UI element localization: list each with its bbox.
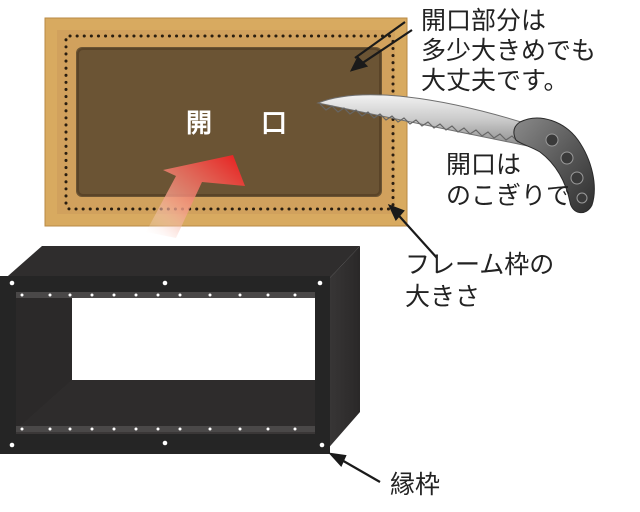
box-frame-icon [0,246,360,454]
leader-lines [328,21,438,483]
insert-arrow-icon [146,155,245,238]
callout-opening-size-line1: 開口部分は [421,6,547,35]
leader-arrowhead [387,204,405,222]
leader-arrowhead [349,56,369,72]
opening-label: 開 口 [186,109,308,139]
callout-frame-size-line2: 大きさ [405,282,481,311]
callout-frame-size-line1: フレーム枠の [405,250,555,279]
callout-edge-frame: 縁枠 [390,470,441,499]
saw-icon [316,94,595,213]
leader-arrowhead [328,452,347,467]
callout-opening-size-line3: 大丈夫です。 [421,66,569,95]
callout-opening-size-line2: 多少大きめでも [421,36,597,65]
callout-saw-line1: 開口は [446,150,522,179]
callout-saw-line2: のこぎりで [446,181,572,210]
